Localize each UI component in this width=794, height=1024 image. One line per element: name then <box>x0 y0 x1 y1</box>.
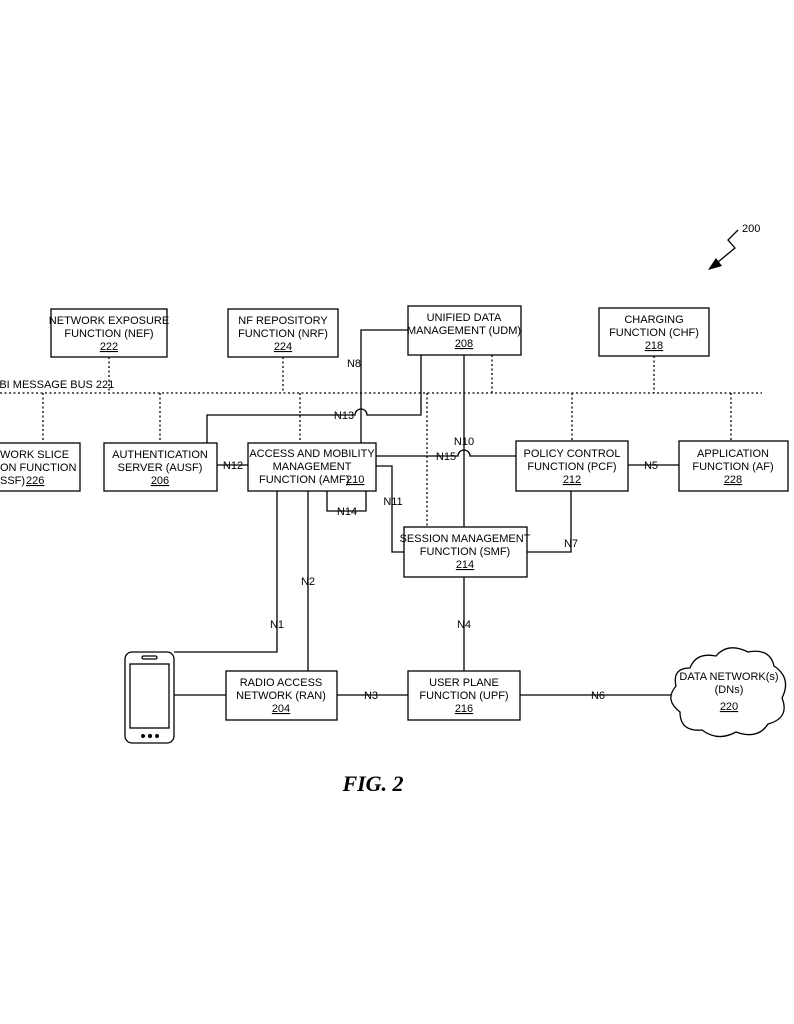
n4-label: N4 <box>457 619 471 631</box>
ausf-box: AUTHENTICATION SERVER (AUSF) 206 <box>103 442 218 492</box>
nrf-box: NF REPOSITORY FUNCTION (NRF) 224 <box>227 308 339 358</box>
figure-caption: FIG. 2 <box>341 771 403 796</box>
n1-label: N1 <box>270 619 284 631</box>
ausf-line2: SERVER (AUSF) <box>118 462 203 474</box>
n10-label: N10 <box>454 436 474 448</box>
n1-connector <box>174 491 278 653</box>
nef-box: NETWORK EXPOSURE FUNCTION (NEF) 222 <box>49 308 169 358</box>
pcf-line2: FUNCTION (PCF) <box>527 461 616 473</box>
n7-connector <box>527 491 572 553</box>
n14-label: N14 <box>337 506 357 518</box>
nrf-ref: 224 <box>274 341 292 353</box>
udm-line1: UNIFIED DATA <box>427 312 502 324</box>
ausf-ref: 206 <box>151 475 169 487</box>
n12-label: N12 <box>223 460 243 472</box>
upf-line2: FUNCTION (UPF) <box>419 690 508 702</box>
figure-reference-numeral: 200 <box>742 223 760 235</box>
nrf-line2: FUNCTION (NRF) <box>238 328 328 340</box>
chf-line1: CHARGING <box>624 314 683 326</box>
n14-connector <box>326 491 367 512</box>
ausf-line1: AUTHENTICATION <box>112 449 208 461</box>
n5-label: N5 <box>644 460 658 472</box>
ran-box: RADIO ACCESS NETWORK (RAN) 204 <box>225 670 338 721</box>
nef-line2: FUNCTION (NEF) <box>64 328 153 340</box>
figure-reference-arrowhead <box>708 258 722 270</box>
pcf-box: POLICY CONTROL FUNCTION (PCF) 212 <box>515 440 629 492</box>
amf-box: ACCESS AND MOBILITY MANAGEMENT FUNCTION … <box>247 442 377 492</box>
amf-line3: FUNCTION (AMF) <box>259 474 349 486</box>
smf-ref: 214 <box>456 559 474 571</box>
pcf-line1: POLICY CONTROL <box>524 448 621 460</box>
n11-connector <box>376 465 404 553</box>
nssf-line1: WORK SLICE <box>0 449 69 461</box>
n3-label: N3 <box>364 690 378 702</box>
dn-line1: DATA NETWORK(s) <box>679 671 778 683</box>
data-network-cloud: DATA NETWORK(s) (DNs) 220 <box>670 647 787 738</box>
pcf-ref: 212 <box>563 474 581 486</box>
n8-connector <box>360 329 408 443</box>
amf-ref: 210 <box>346 474 364 486</box>
amf-line2: MANAGEMENT <box>273 461 352 473</box>
udm-box: UNIFIED DATA MANAGEMENT (UDM) 208 <box>407 305 522 356</box>
smf-line2: FUNCTION (SMF) <box>420 546 510 558</box>
ran-ref: 204 <box>272 703 290 715</box>
n13-connector <box>206 355 422 443</box>
af-line1: APPLICATION <box>697 448 769 460</box>
dn-line2: (DNs) <box>715 684 744 696</box>
nef-ref: 222 <box>100 341 118 353</box>
sbi-bus-label: SBI MESSAGE BUS 221 <box>0 379 114 391</box>
nssf-ref: 226 <box>26 475 44 487</box>
upf-ref: 216 <box>455 703 473 715</box>
upf-line1: USER PLANE <box>429 677 499 689</box>
upf-box: USER PLANE FUNCTION (UPF) 216 <box>407 670 521 721</box>
udm-ref: 208 <box>455 338 473 350</box>
n8-label: N8 <box>347 358 361 370</box>
ran-line1: RADIO ACCESS <box>240 677 323 689</box>
af-ref: 228 <box>724 474 742 486</box>
figure-reference-squiggle <box>717 229 739 263</box>
smf-box: SESSION MANAGEMENT FUNCTION (SMF) 214 <box>400 526 531 578</box>
n15-label: N15 <box>436 451 456 463</box>
af-box: APPLICATION FUNCTION (AF) 228 <box>678 440 789 492</box>
n6-label: N6 <box>591 690 605 702</box>
ran-line2: NETWORK (RAN) <box>236 690 326 702</box>
n2-label: N2 <box>301 576 315 588</box>
nrf-line1: NF REPOSITORY <box>238 315 328 327</box>
n11-label: N11 <box>383 496 402 508</box>
chf-ref: 218 <box>645 340 663 352</box>
dn-ref: 220 <box>720 701 738 713</box>
nef-line1: NETWORK EXPOSURE <box>49 315 169 327</box>
af-line2: FUNCTION (AF) <box>692 461 773 473</box>
amf-line1: ACCESS AND MOBILITY <box>249 448 375 460</box>
n13-label: N13 <box>334 410 354 422</box>
udm-line2: MANAGEMENT (UDM) <box>407 325 521 337</box>
smf-line1: SESSION MANAGEMENT <box>400 533 531 545</box>
chf-box: CHARGING FUNCTION (CHF) 218 <box>598 307 710 357</box>
chf-line2: FUNCTION (CHF) <box>609 327 699 339</box>
n7-label: N7 <box>564 538 578 550</box>
nssf-line3: SSF) <box>0 475 25 487</box>
nssf-box: WORK SLICE ON FUNCTION SSF) 226 <box>0 442 81 492</box>
nssf-line2: ON FUNCTION <box>0 462 76 474</box>
smartphone-icon <box>124 651 175 744</box>
